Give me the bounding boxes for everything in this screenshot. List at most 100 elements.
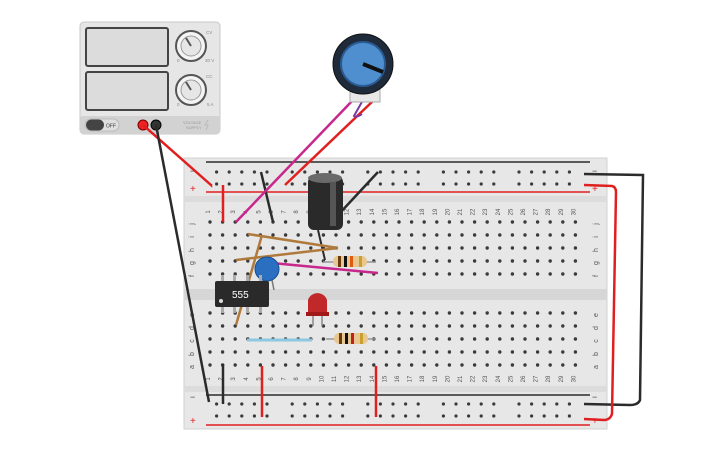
rail-minus-tr: − bbox=[592, 166, 597, 176]
potentiometer[interactable] bbox=[332, 33, 394, 103]
column-number: 17 bbox=[408, 375, 414, 382]
column-number: 5 bbox=[256, 210, 262, 214]
column-number: 20 bbox=[445, 375, 451, 382]
voltage-knob[interactable] bbox=[175, 30, 207, 62]
column-number: 19 bbox=[433, 208, 439, 215]
column-number: 27 bbox=[534, 375, 540, 382]
current-display bbox=[85, 71, 169, 111]
resistor-bottom[interactable] bbox=[326, 333, 376, 344]
column-number: 10 bbox=[319, 375, 325, 382]
row-letter: a bbox=[189, 365, 196, 369]
column-number: 29 bbox=[559, 208, 565, 215]
center-channel bbox=[184, 289, 607, 300]
supply-red-wire[interactable] bbox=[142, 124, 213, 188]
column-number: 28 bbox=[546, 208, 552, 215]
column-number: 30 bbox=[571, 208, 577, 215]
brand-line1: VOLTAGE bbox=[183, 120, 202, 125]
resistor-top[interactable] bbox=[323, 256, 376, 267]
column-number: 27 bbox=[534, 208, 540, 215]
row-letter: b bbox=[593, 352, 600, 356]
supply-black-wire[interactable] bbox=[154, 124, 211, 403]
row-letter: c bbox=[189, 339, 196, 343]
column-number: 13 bbox=[357, 375, 363, 382]
column-number: 7 bbox=[282, 210, 288, 214]
column-number: 15 bbox=[382, 208, 388, 215]
column-number: 8 bbox=[294, 210, 300, 214]
row-letter: i bbox=[593, 236, 600, 238]
ic-555[interactable]: 555 bbox=[215, 275, 269, 313]
rail-plus-bl: + bbox=[190, 416, 196, 427]
column-number: 12 bbox=[345, 208, 351, 215]
column-number: 26 bbox=[521, 375, 527, 382]
rail-divider-top bbox=[184, 196, 607, 202]
rail-divider-bottom bbox=[184, 386, 607, 392]
power-switch[interactable]: OFF bbox=[84, 118, 120, 132]
rail-plus-br: + bbox=[592, 416, 598, 427]
column-number: 14 bbox=[370, 208, 376, 215]
rail-minus-bl: − bbox=[190, 392, 195, 402]
row-letter: j bbox=[189, 223, 196, 226]
row-letter: f bbox=[593, 275, 600, 277]
column-number: 17 bbox=[408, 208, 414, 215]
power-supply[interactable]: CV CC 30 V 5 A 0 0 OFF VOLTAGE SUPPLY bbox=[79, 21, 221, 135]
column-number: 16 bbox=[395, 375, 401, 382]
brand-line2: SUPPLY bbox=[186, 125, 202, 130]
ic-label: 555 bbox=[232, 290, 249, 301]
black-jumper-col6[interactable] bbox=[259, 171, 275, 223]
column-number: 7 bbox=[282, 377, 288, 381]
electrolytic-capacitor[interactable] bbox=[308, 173, 343, 230]
row-letter: h bbox=[189, 248, 196, 252]
column-number: 15 bbox=[382, 375, 388, 382]
row-letter: c bbox=[593, 339, 600, 343]
cc-label: CC bbox=[206, 74, 213, 79]
row-letter: d bbox=[189, 326, 196, 330]
column-number: 1 bbox=[206, 210, 212, 214]
rail-plus-tr: + bbox=[592, 184, 598, 195]
column-number: 11 bbox=[332, 375, 338, 382]
breadboard-holes[interactable] bbox=[208, 170, 578, 418]
pot-wiper-lead bbox=[352, 99, 364, 118]
column-number: 30 bbox=[571, 375, 577, 382]
pot-red-wire[interactable] bbox=[284, 99, 375, 186]
voltage-max-label: 30 V bbox=[205, 58, 214, 63]
column-number: 4 bbox=[244, 377, 250, 381]
column-number: 21 bbox=[458, 208, 464, 215]
magenta-wire-resistor[interactable] bbox=[271, 261, 379, 275]
breadboard-labels: 1234567891011121314151617181920212223242… bbox=[189, 208, 600, 382]
switch-off-label: OFF bbox=[106, 124, 116, 130]
current-min-label: 0 bbox=[177, 102, 180, 107]
row-letter: d bbox=[593, 326, 600, 330]
rail-minus-tl: − bbox=[190, 166, 195, 176]
voltage-min-label: 0 bbox=[177, 58, 180, 63]
cap-ground-wire[interactable] bbox=[337, 171, 379, 216]
column-number: 26 bbox=[521, 208, 527, 215]
brown-wire-1[interactable] bbox=[247, 232, 339, 250]
right-black-rail-jumper[interactable] bbox=[583, 172, 645, 407]
current-max-label: 5 A bbox=[207, 102, 214, 107]
voltage-display bbox=[85, 27, 169, 67]
brown-wire-2[interactable] bbox=[235, 246, 339, 262]
column-number: 18 bbox=[420, 208, 426, 215]
column-number: 23 bbox=[483, 375, 489, 382]
current-knob[interactable] bbox=[175, 74, 207, 106]
cv-label: CV bbox=[206, 30, 212, 35]
column-number: 22 bbox=[471, 208, 477, 215]
column-number: 1 bbox=[206, 377, 212, 381]
column-number: 5 bbox=[256, 377, 262, 381]
red-led[interactable] bbox=[306, 293, 329, 326]
column-number: 18 bbox=[420, 375, 426, 382]
column-number: 13 bbox=[357, 208, 363, 215]
column-number: 23 bbox=[483, 208, 489, 215]
column-number: 25 bbox=[508, 375, 514, 382]
row-letter: g bbox=[593, 261, 600, 265]
column-number: 20 bbox=[445, 208, 451, 215]
column-number: 22 bbox=[471, 375, 477, 382]
column-number: 6 bbox=[269, 377, 275, 381]
rail-plus-tl: + bbox=[190, 184, 196, 195]
right-red-rail-jumper[interactable] bbox=[583, 183, 618, 422]
row-letter: g bbox=[189, 261, 196, 265]
pot-magenta-wire[interactable] bbox=[235, 99, 354, 223]
column-number: 8 bbox=[294, 377, 300, 381]
column-number: 25 bbox=[508, 208, 514, 215]
